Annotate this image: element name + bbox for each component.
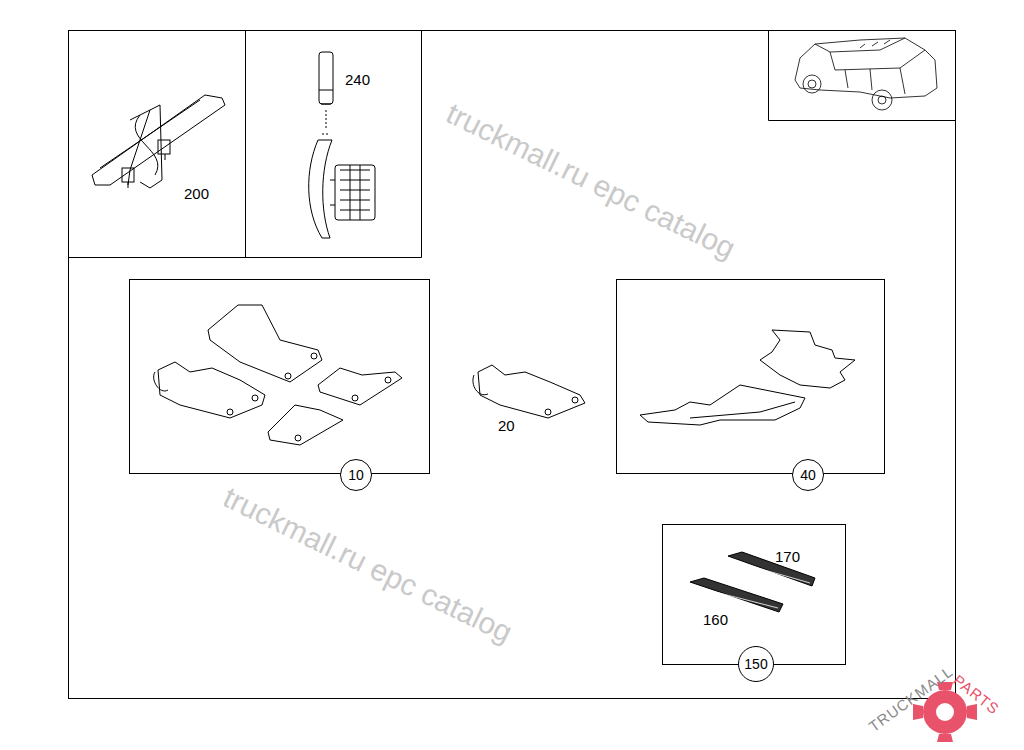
floor-mat xyxy=(473,365,585,418)
trunk-liner xyxy=(640,330,855,425)
panel-border xyxy=(130,280,430,474)
wiring-kit xyxy=(92,95,225,188)
callout-number: 200 xyxy=(184,186,209,201)
watermark: truckmall.ru epc catalog xyxy=(219,482,517,648)
callout-circle: 10 xyxy=(340,459,372,491)
panel-border xyxy=(617,280,885,474)
panel-border xyxy=(663,525,846,665)
callout-number: 20 xyxy=(498,418,515,433)
panel-border xyxy=(245,31,246,258)
frame xyxy=(69,31,956,699)
floor-mat-set xyxy=(154,305,402,445)
callout-number: 40 xyxy=(800,468,816,482)
callout-number: 10 xyxy=(348,468,364,482)
callout-circle: 150 xyxy=(738,646,774,682)
callout-circle: 40 xyxy=(792,459,824,491)
lamp-assembly xyxy=(309,52,375,238)
panel-border xyxy=(769,31,956,121)
watermark: truckmall.ru epc catalog xyxy=(442,98,740,264)
callout-number: 150 xyxy=(744,657,767,671)
callout-number: 160 xyxy=(703,612,728,627)
car-thumbnail xyxy=(795,38,937,110)
callout-number: 240 xyxy=(345,72,370,87)
callout-number: 170 xyxy=(775,549,800,564)
panel-border xyxy=(69,31,422,258)
